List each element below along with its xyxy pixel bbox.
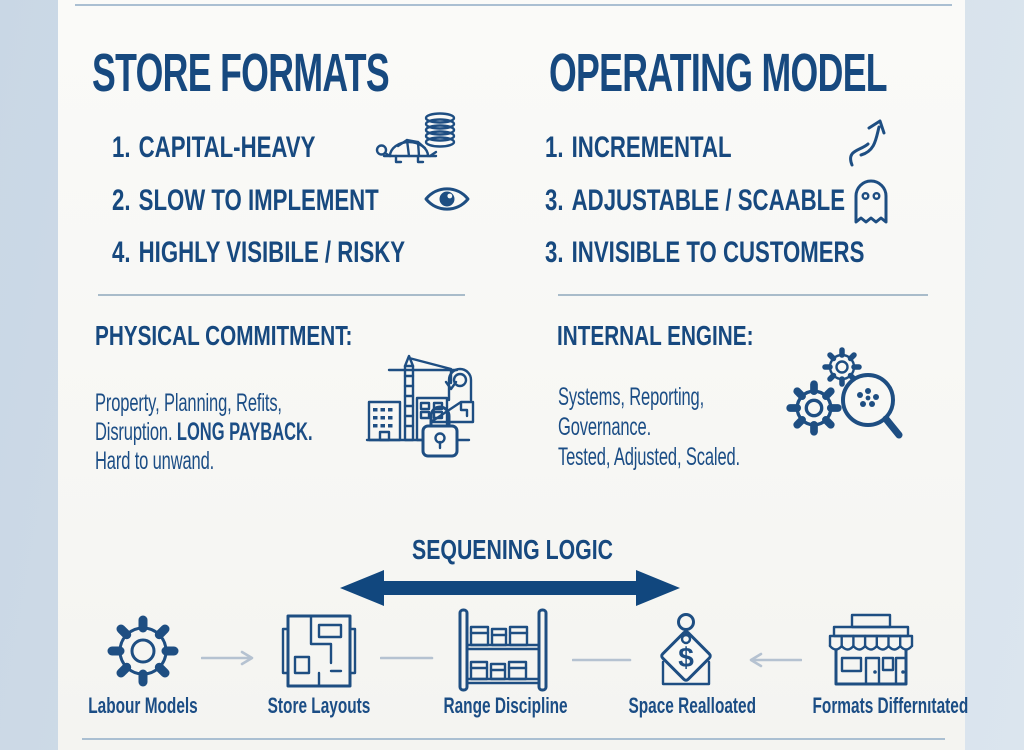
bold-phrase: LONG PAYBACK. [176, 418, 313, 446]
sequencing-title: SEQUENING LOGIC [412, 534, 613, 565]
flow-line-icon [572, 658, 632, 662]
right-body-text: Systems, Reporting, Governance. Tested, … [558, 382, 740, 472]
bottom-border-line [82, 738, 945, 740]
list-item-label: INVISIBLE TO CUSTOMERS [571, 236, 865, 269]
left-section-divider [98, 294, 465, 296]
floorplan-icon [281, 614, 357, 688]
list-item-label: INCREMENTAL [571, 131, 732, 164]
list-item-number: 2. [112, 184, 131, 217]
list-item-label: ADJUSTABLE / SCAABLE [571, 184, 846, 217]
step-label: Range Discipline [443, 693, 568, 718]
flow-line-icon [380, 656, 434, 660]
construction-crane-lock-icon [365, 354, 475, 458]
gears-magnifier-icon [786, 344, 903, 439]
step-label: Labour Models [88, 693, 198, 718]
list-item-label: SLOW TO IMPLEMENT [138, 184, 379, 217]
list-item-number: 3. [545, 236, 564, 269]
gear-icon [107, 615, 179, 687]
ghost-icon [854, 179, 888, 224]
list-item-number: 4. [112, 236, 131, 269]
right-column-title: OPERATING MODEL [549, 43, 888, 103]
list-item: 4.HIGHLY VISIBILE / RISKY [112, 236, 405, 270]
left-column-title: STORE FORMATS [92, 43, 390, 103]
body-line: Property, Planning, Refits, [95, 389, 282, 417]
list-item-number: 1. [112, 131, 131, 164]
list-item-number: 1. [545, 131, 564, 164]
list-item-label: CAPITAL-HEAVY [138, 131, 316, 164]
list-item: 3.INVISIBLE TO CUSTOMERS [545, 236, 864, 270]
shelf-rack-icon [458, 608, 548, 692]
curved-arrow-icon [849, 119, 886, 167]
list-item-label: HIGHLY VISIBILE / RISKY [138, 236, 406, 269]
left-section-header: PHYSICAL COMMITMENT: [95, 320, 353, 351]
dollar-sign: $ [678, 642, 694, 673]
storefront-icon [828, 613, 914, 686]
infographic-card [58, 0, 965, 750]
right-section-header: INTERNAL ENGINE: [557, 320, 754, 351]
step-label: Store Layouts [267, 693, 371, 718]
price-tag-icon: $ [660, 613, 712, 686]
list-item: 2.SLOW TO IMPLEMENT [112, 184, 379, 218]
left-body-text: Property, Planning, Refits, Disruption. … [95, 389, 313, 476]
list-item: 3.ADJUSTABLE / SCAABLE [545, 184, 845, 218]
list-item: 1.INCREMENTAL [545, 131, 732, 165]
flow-arrow-right-icon [201, 650, 254, 666]
top-border-line [75, 4, 952, 6]
double-headed-arrow [340, 570, 680, 606]
body-line: Hard to unwand. [95, 447, 215, 475]
list-item: 1.CAPITAL-HEAVY [112, 131, 315, 165]
body-line: Systems, Reporting, [558, 383, 705, 411]
step-label: Space Realloated [628, 693, 757, 718]
eye-icon [424, 187, 470, 211]
body-line: Tested, Adjusted, Scaled. [558, 443, 740, 471]
list-item-number: 3. [545, 184, 564, 217]
right-section-divider [558, 294, 928, 296]
turtle-coins-icon [375, 112, 456, 164]
step-label: Formats Differnıtated [812, 693, 969, 718]
body-line: Disruption. LONG PAYBACK. [95, 418, 313, 446]
body-line: Governance. [558, 413, 652, 441]
flow-arrow-left-icon [749, 652, 802, 668]
